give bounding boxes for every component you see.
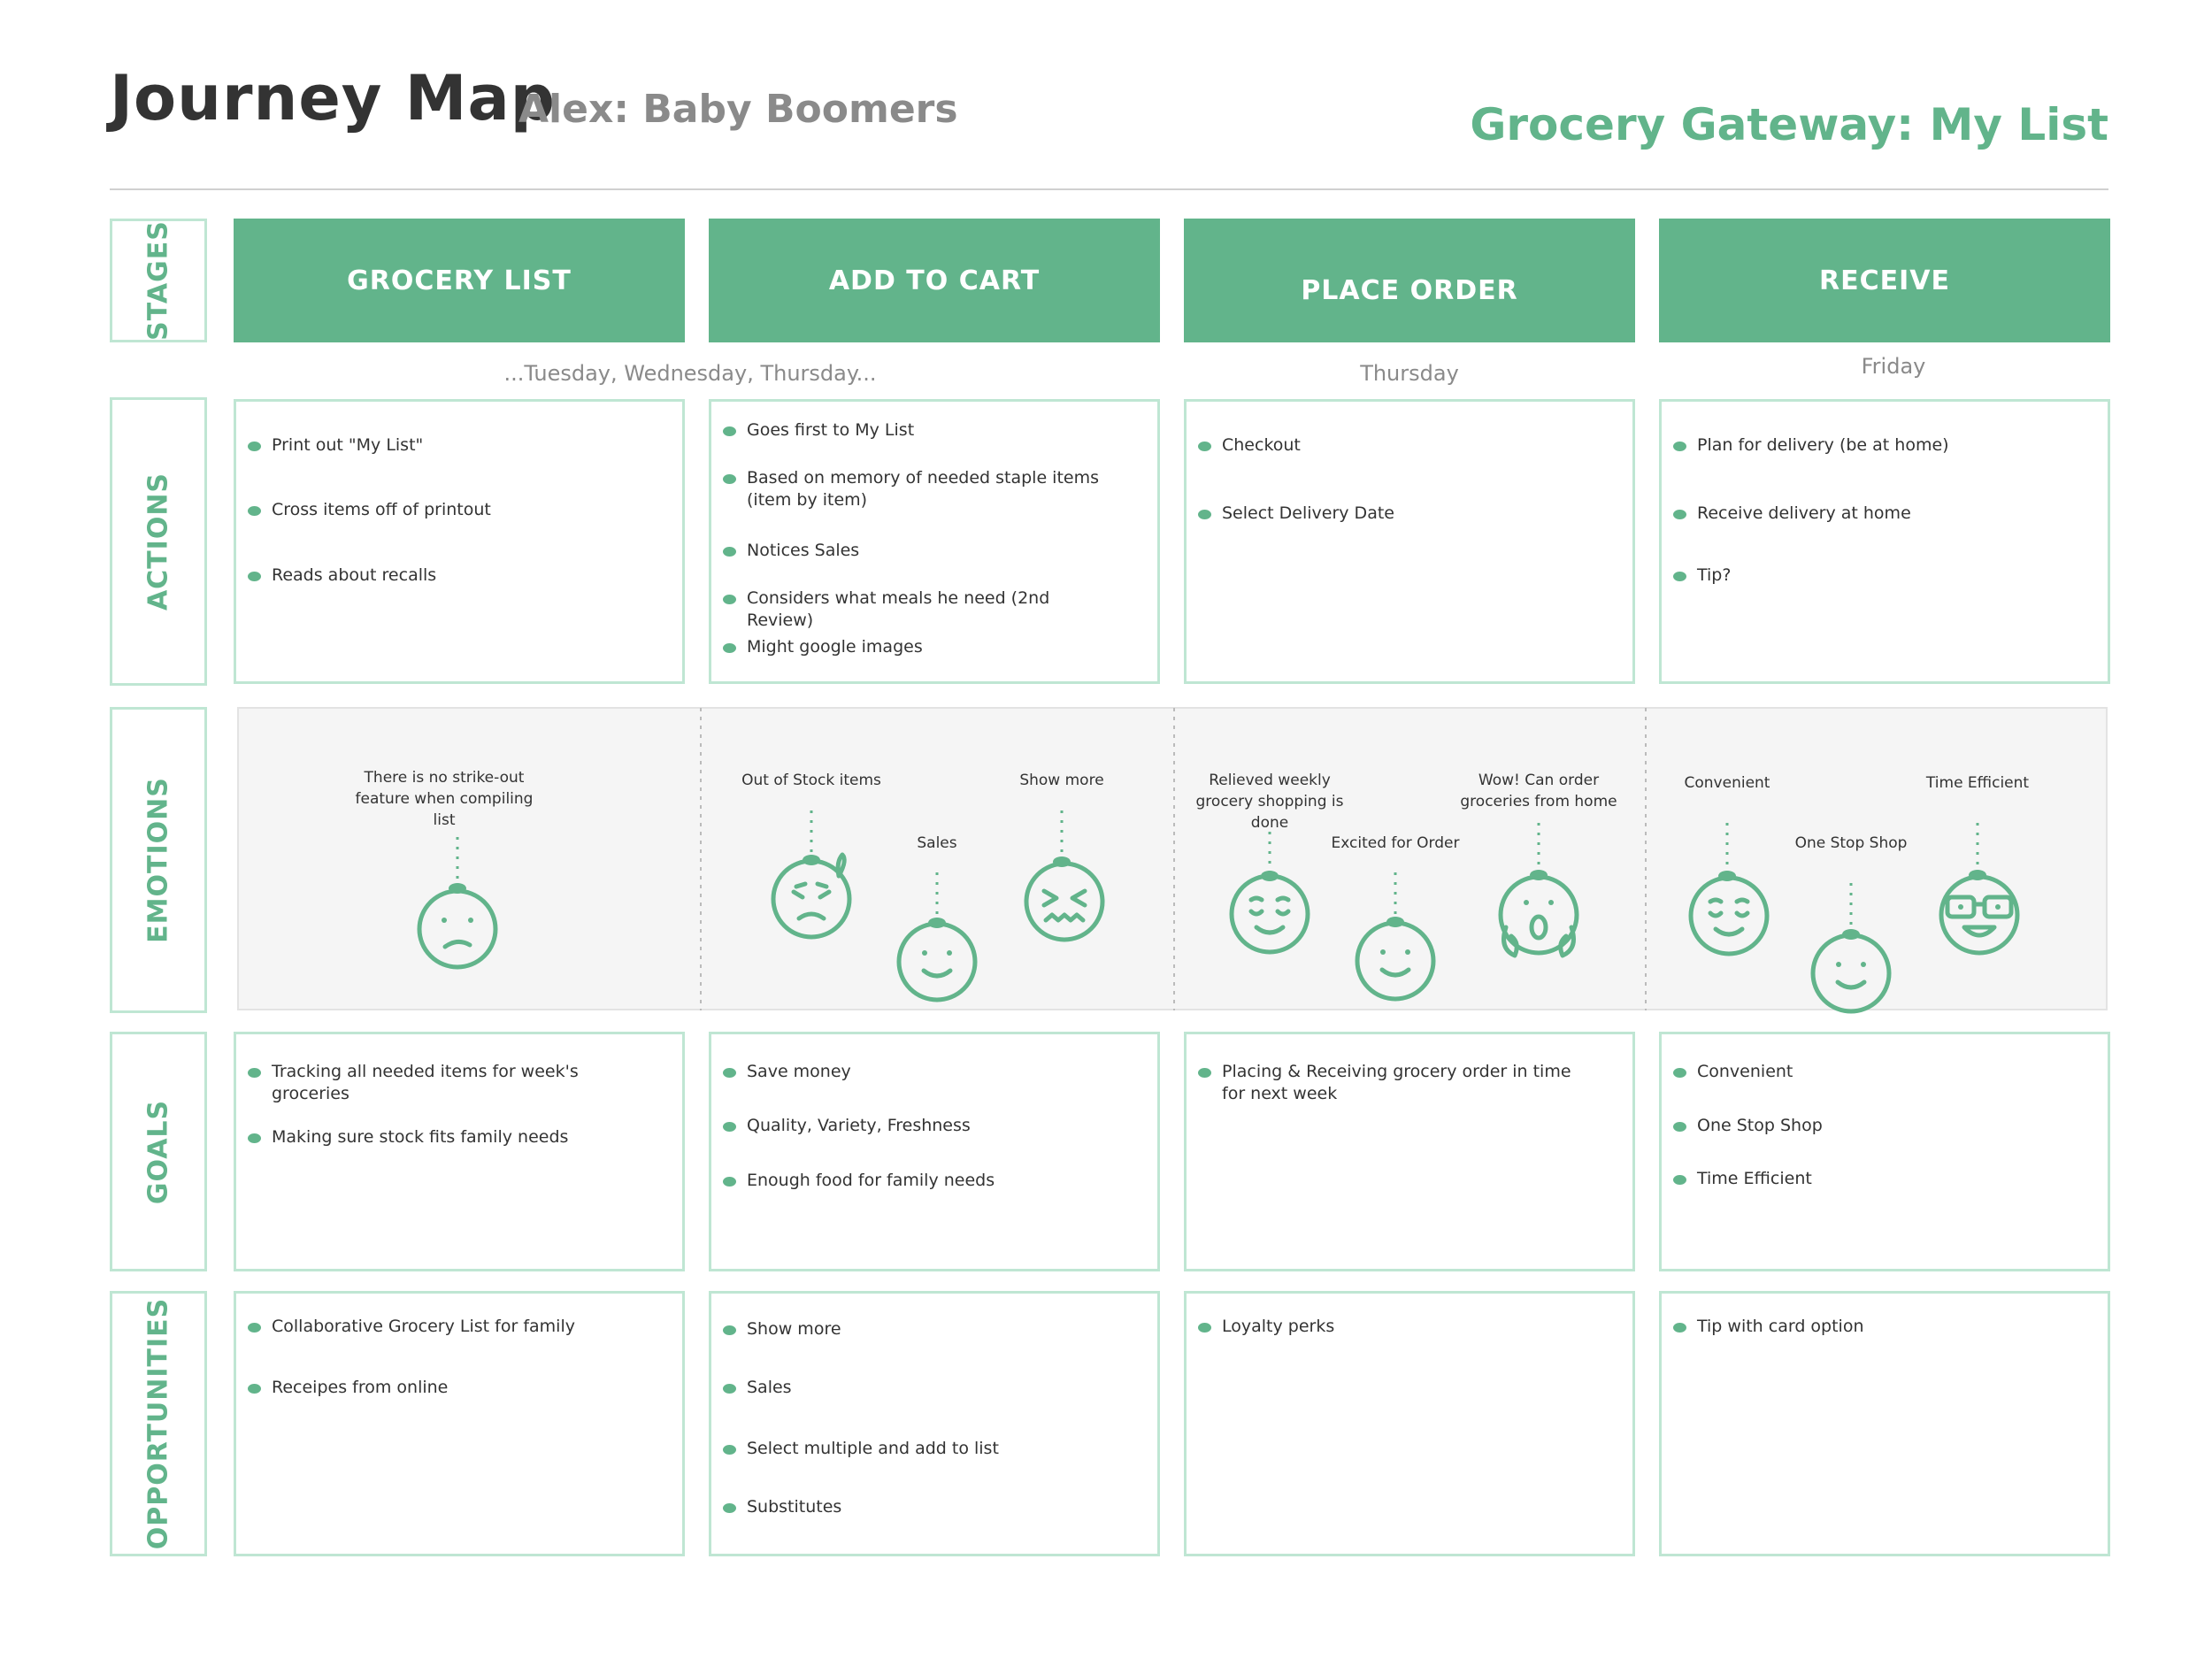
list-item: Loyalty perks [1198,1316,1594,1338]
goals-receive: Convenient One Stop Shop Time Efficient [1659,1032,2110,1271]
actions-add-to-cart: Goes first to My List Based on memory of… [709,399,1160,684]
list-item: Convenient [1673,1061,2069,1083]
page-title: Journey Map [110,62,556,134]
list-item: Plan for delivery (be at home) [1673,434,2069,457]
list-item: Making sure stock fits family needs [248,1126,643,1148]
nerd-face-icon [1939,870,2020,956]
emotion-label: Show more [1019,772,1104,789]
row-label-stages: STAGES [110,219,207,342]
list-item: Collaborative Grocery List for family [248,1316,643,1338]
emotion-label: Time Efficient [1925,774,2030,792]
list-item: One Stop Shop [1673,1115,2069,1137]
list-item: Substitutes [723,1496,1118,1518]
relieved-face-icon [1688,871,1770,956]
header-divider [110,188,2108,190]
stage-grocery-list: GROCERY LIST [234,219,685,342]
emotion-label: Relieved weekly grocery shopping is done [1195,772,1344,832]
list-item: Select multiple and add to list [723,1438,1118,1460]
list-item: Select Delivery Date [1198,503,1594,525]
opportunities-receive: Tip with card option [1659,1291,2110,1556]
list-item: Cross items off of printout [248,499,643,521]
smile-face-icon [1810,929,1892,1014]
list-item: Enough food for family needs [723,1170,1118,1192]
emotion-label: There is no strike-out feature when comp… [355,769,534,829]
opportunities-place-order: Loyalty perks [1184,1291,1635,1556]
row-label-opportunities: OPPORTUNITIES [110,1291,207,1556]
list-item: Sales [723,1377,1118,1399]
stage-timing-receive: Friday [1861,354,1926,379]
confused-face-icon [417,883,498,970]
actions-grocery-list: Print out "My List" Cross items off of p… [234,399,685,684]
list-item: Save money [723,1061,1118,1083]
smile-face-icon [896,918,978,1002]
row-label-emotions: EMOTIONS [110,707,207,1013]
list-item: Tracking all needed items for week's gro… [248,1061,643,1105]
emotion-connectors [456,810,1979,929]
list-item: Reads about recalls [248,565,643,587]
emotions-band [237,707,2108,1010]
actions-place-order: Checkout Select Delivery Date [1184,399,1635,684]
list-item: Based on memory of needed staple items (… [723,467,1118,511]
stage-timing-place-order: Thursday [1360,361,1459,386]
stage-timing-grocery-list: ...Tuesday, Wednesday, Thursday... [503,361,877,386]
stage-dividers [700,708,1647,1010]
list-item: Tip with card option [1673,1316,2069,1338]
opportunities-grocery-list: Collaborative Grocery List for family Re… [234,1291,685,1556]
stage-add-to-cart: ADD TO CART [709,219,1160,342]
frustrated-face-icon [1024,856,1105,942]
goals-grocery-list: Tracking all needed items for week's gro… [234,1032,685,1271]
goals-add-to-cart: Save money Quality, Variety, Freshness E… [709,1032,1160,1271]
list-item: Receipes from online [248,1377,643,1399]
row-label-goals: GOALS [110,1032,207,1271]
list-item: Checkout [1198,434,1594,457]
persona-subtitle: Alex: Baby Boomers [518,87,958,132]
actions-receive: Plan for delivery (be at home) Receive d… [1659,399,2110,684]
emotion-label: Out of Stock items [741,772,881,789]
emotion-label: Wow! Can order groceries from home [1460,772,1617,810]
list-item: Quality, Variety, Freshness [723,1115,1118,1137]
list-item: Notices Sales [723,540,1118,562]
emotion-label: Sales [917,834,957,852]
opportunities-add-to-cart: Show more Sales Select multiple and add … [709,1291,1160,1556]
stage-place-order: PLACE ORDER [1184,219,1635,342]
list-item: Considers what meals he need (2nd Review… [723,588,1118,632]
product-title: Grocery Gateway: My List [1470,99,2108,150]
stage-receive: RECEIVE [1659,219,2110,342]
emotion-label: Excited for Order [1331,834,1460,852]
emotion-label: Convenient [1684,774,1770,792]
relieved-face-icon [1229,871,1310,955]
list-item: Placing & Receiving grocery order in tim… [1198,1061,1594,1105]
list-item: Might google images [723,636,1118,658]
worried-face-icon [771,852,852,940]
emotion-label: One Stop Shop [1794,834,1908,852]
goals-place-order: Placing & Receiving grocery order in tim… [1184,1032,1635,1271]
list-item: Time Efficient [1673,1168,2069,1190]
row-label-actions: ACTIONS [110,397,207,686]
shocked-face-icon [1498,870,1579,958]
list-item: Tip? [1673,565,2069,587]
list-item: Print out "My List" [248,434,643,457]
list-item: Receive delivery at home [1673,503,2069,525]
list-item: Show more [723,1318,1118,1340]
list-item: Goes first to My List [723,419,1118,442]
smile-face-icon [1355,917,1436,1002]
